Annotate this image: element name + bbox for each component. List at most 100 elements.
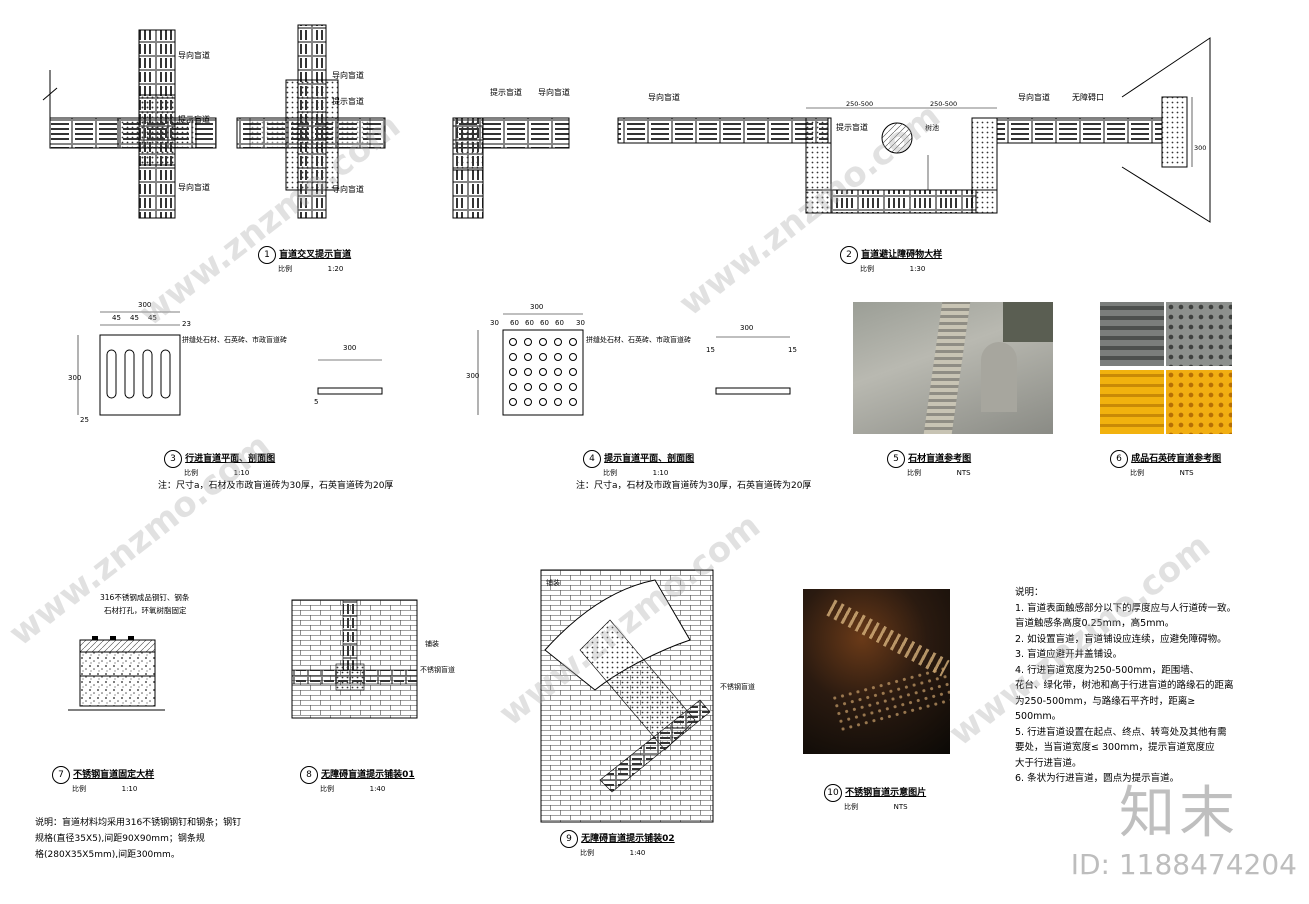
warning-dot [524,338,532,346]
warning-dot [554,368,562,376]
caption-3: 3 行进盲道平面、剖面图 比例 1:10 [164,450,275,478]
diagram-3-guide-tile [77,311,383,416]
general-note-line: 6. 条状为行进盲道，圆点为提示盲道。 [1015,773,1180,784]
dim-25-3: 25 [80,416,89,424]
label-tree-pool: 树池 [925,123,939,132]
diagram-4-warning-tile [477,313,791,416]
label-guide-1a: 导向盲道 [178,50,210,60]
note-thickness-3: 注：尺寸a，石材及市政盲道砖为30厚，石英盲道砖为20厚 [158,481,394,491]
dim-60-4c: 60 [540,319,549,327]
warning-dot [539,383,547,391]
photo-stainless-path [803,589,950,754]
warning-dot [539,368,547,376]
dim-60-4a: 60 [510,319,519,327]
caption-5: 5 石材盲道参考图 比例 NTS [887,450,971,478]
diagram-7-fixing-detail [68,636,165,711]
warning-dot [539,353,547,361]
label-entrance: 无障碍口 [1072,92,1104,102]
warning-dot [509,383,517,391]
note-stainless-desc: 说明：盲道材料均采用316不锈钢钢钉和钢条；钢钉 规格(直径35X5),间距90… [35,818,242,860]
caption-10: 10 不锈钢盲道示意图片 比例 NTS [824,784,926,812]
warning-dot [554,338,562,346]
label-stainless-note2: 石材打孔，环氧树脂固定 [104,605,187,615]
dim-45-3b: 45 [130,314,139,322]
general-note-line: 5. 行进盲道设置在起点、终点、转弯处及其他有需 [1015,726,1227,738]
diagram-1-cross-b [236,24,386,219]
warning-dot [524,398,532,406]
caption-4: 4 提示盲道平面、剖面图 比例 1:10 [583,450,694,478]
caption-6: 6 成品石英砖盲道参考图 比例 NTS [1110,450,1221,478]
warning-dot [509,368,517,376]
label-stainless-guide-8: 不锈钢盲道 [420,665,455,674]
label-pavement-9: 铺装 [546,578,560,587]
label-warning-1b: 提示盲道 [332,96,364,106]
diagram-1-turn [452,117,570,219]
dim-15-4b: 15 [788,346,797,354]
warning-dot [524,353,532,361]
warning-dot [569,353,577,361]
warning-dot [569,398,577,406]
note-thickness-4: 注：尺寸a，石材及市政盲道砖为30厚，石英盲道砖为20厚 [576,481,812,491]
general-note-line: 500mm。 [1015,711,1062,722]
label-guide-1d: 导向盲道 [332,184,364,194]
warning-dot [554,353,562,361]
general-notes-title: 说明： [1015,587,1044,598]
warning-dot [539,398,547,406]
caption-2: 2 盲道避让障碍物大样 比例 1:30 [840,246,942,274]
label-guide-2a: 导向盲道 [648,92,680,102]
caption-1: 1 盲道交叉提示盲道 比例 1:20 [258,246,351,274]
warning-dot [539,338,547,346]
label-guide-1c: 导向盲道 [332,70,364,80]
photo-quartz-tiles [1100,302,1232,434]
dim-60-4d: 60 [555,319,564,327]
dim-30-4a: 30 [490,319,499,327]
caption-7: 7 不锈钢盲道固定大样 比例 1:10 [52,766,154,794]
dim-23-3: 23 [182,320,191,328]
general-note-line: 花台、绿化带，树池和高于行进盲道的路缘石的距离 [1015,680,1234,691]
dim-45-3c: 45 [148,314,157,322]
caption-8: 8 无障碍盲道提示铺装01 比例 1:40 [300,766,415,794]
dim-300-4c: 300 [740,324,753,332]
label-guide-1e: 导向盲道 [538,87,570,97]
general-note-line: 大于行进盲道。 [1015,757,1082,769]
label-stainless-guide-9: 不锈钢盲道 [720,682,755,691]
dim-300-3c: 300 [343,344,356,352]
side-note-3: 拼缝处石材、石英砖、市政盲道砖 [182,335,287,344]
warning-dot [524,368,532,376]
dim-300-4a: 300 [530,303,543,311]
general-note-line: 为250-500mm，与路缘石平齐时，距离≥ [1015,695,1196,707]
general-note-line: 盲道触感条高度0.25mm，高5mm。 [1015,618,1175,629]
warning-dot [569,383,577,391]
side-note-4: 拼缝处石材、石英砖、市政盲道砖 [586,335,691,344]
dim-250-500-b: 250-500 [930,100,957,108]
dim-15-4a: 15 [706,346,715,354]
label-warning-1a: 提示盲道 [178,114,210,124]
warning-dot [569,368,577,376]
warning-dot [569,338,577,346]
watermark-brand: 知末 [1119,781,1239,846]
label-guide-1b: 导向盲道 [178,182,210,192]
diagram-8-paving-01 [291,599,418,719]
dim-45-3a: 45 [112,314,121,322]
warning-dot [554,398,562,406]
dim-300-3a: 300 [138,301,151,309]
warning-dot [509,338,517,346]
general-note-line: 4. 行进盲道宽度为250-500mm，距围墙、 [1015,664,1200,676]
label-guide-2b: 导向盲道 [1018,92,1050,102]
label-warning-1c: 提示盲道 [490,87,522,97]
general-note-line: 2. 如设置盲道，盲道铺设应连续，应避免障碍物。 [1015,633,1227,645]
dim-300-3b: 300 [68,374,81,382]
label-warning-2a: 提示盲道 [836,122,868,132]
diagram-9-paving-02 [540,569,714,823]
dim-300-4b: 300 [466,372,479,380]
diagram-2-avoidance [617,37,1211,223]
dim-60-4b: 60 [525,319,534,327]
label-pavement-8: 铺装 [425,639,439,648]
dim-5-3: 5 [314,398,318,406]
photo-stone-guide-path [853,302,1053,434]
warning-dot [509,398,517,406]
general-note-line: 3. 盲道应避开井盖铺设。 [1015,649,1123,660]
dim-30-4b: 30 [576,319,585,327]
label-stainless-note: 316不锈钢成品钢钉、钢条 [100,592,190,602]
